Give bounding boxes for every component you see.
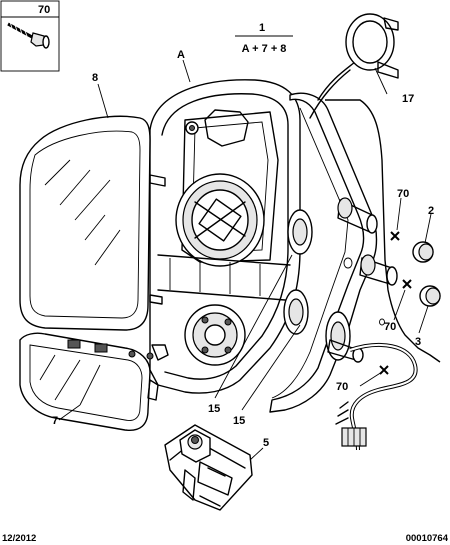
glass-clip — [67, 339, 81, 349]
label-mirror-glass: 7 — [52, 415, 58, 427]
leader-lines — [58, 59, 432, 461]
label-clip-upper: 70 — [397, 188, 409, 200]
label-motor-right: 15 — [233, 415, 245, 427]
screw-icon — [7, 21, 50, 49]
label-clip-lower: 70 — [336, 381, 348, 393]
assembly-ref: 1 — [259, 22, 265, 34]
wiring-harness — [335, 343, 418, 451]
assembly-formula: 1 A + 7 + 8 — [235, 22, 293, 55]
cap-upper — [412, 241, 434, 263]
label-clip-middle: 70 — [384, 321, 396, 333]
label-cap-upper: 2 — [428, 205, 434, 217]
mirror-back-plate — [19, 115, 151, 331]
label-housing: A — [177, 49, 185, 61]
footer-diagram-number: 00010764 — [406, 533, 449, 544]
label-control-switch: 5 — [263, 437, 269, 449]
label-cover-ring: 17 — [402, 93, 414, 105]
door-panel — [325, 99, 441, 363]
cover-ring — [345, 13, 399, 79]
footer: 12/2012 00010764 — [2, 533, 449, 544]
label-motor-left: 15 — [208, 403, 220, 415]
screw-inset: 70 — [0, 0, 60, 72]
mirror-housing — [149, 79, 301, 394]
door-bracket — [269, 61, 378, 413]
screw-inset-ref: 70 — [38, 4, 50, 16]
footer-date: 12/2012 — [2, 533, 36, 544]
mirror-control-switch — [164, 424, 253, 511]
reference-labels: A 8 17 70 2 70 3 70 15 15 7 5 — [52, 49, 434, 449]
label-cap-lower: 3 — [415, 336, 421, 348]
cap-lower — [419, 285, 441, 307]
mirror-glass — [19, 332, 159, 432]
assembly-formula-text: A + 7 + 8 — [242, 43, 287, 55]
label-mirror-back: 8 — [92, 72, 98, 84]
glass-clip — [94, 343, 108, 353]
